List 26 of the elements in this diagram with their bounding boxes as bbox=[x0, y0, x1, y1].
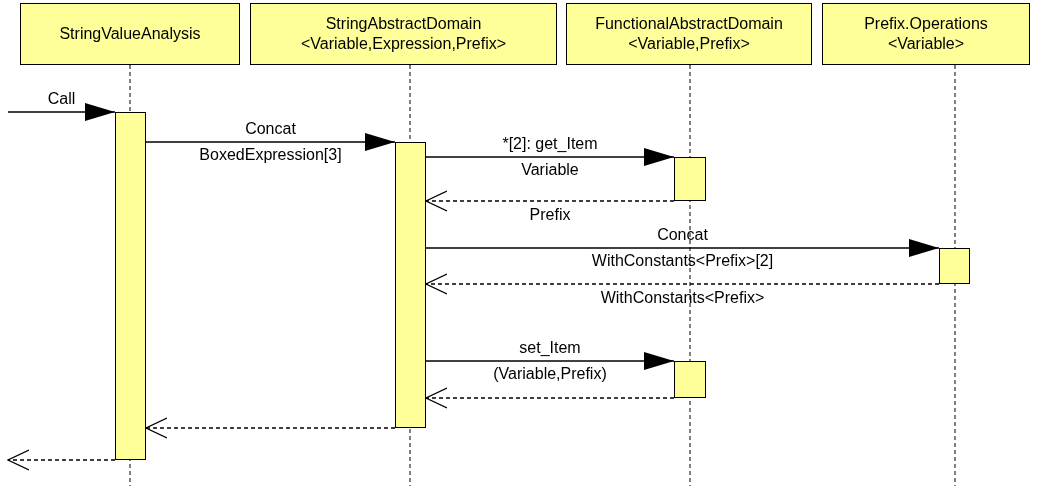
return-arrow bbox=[7, 449, 116, 471]
return-arrow bbox=[425, 190, 675, 212]
activation-bar bbox=[939, 248, 970, 284]
message-arrow bbox=[425, 352, 675, 370]
message-label: Concat WithConstants<Prefix>[2] bbox=[590, 225, 775, 271]
lifeline-header: StringAbstractDomain <Variable,Expression,Prefix> bbox=[250, 3, 557, 65]
message-arrow bbox=[7, 103, 116, 121]
activation-bar bbox=[395, 142, 426, 428]
message-label: Call bbox=[46, 89, 77, 109]
message-arrow bbox=[425, 148, 675, 166]
message-label: set_Item (Variable,Prefix) bbox=[492, 338, 608, 384]
message-arrow bbox=[425, 239, 940, 257]
message-arrow bbox=[145, 133, 396, 151]
lifeline-header: StringValueAnalysis bbox=[20, 3, 240, 65]
message-label: WithConstants<Prefix> bbox=[599, 288, 766, 308]
message-label: Concat BoxedExpression[3] bbox=[198, 119, 343, 165]
activation-bar bbox=[674, 361, 706, 398]
return-arrow bbox=[425, 273, 940, 295]
activation-bar bbox=[115, 112, 146, 460]
return-arrow bbox=[145, 417, 396, 439]
message-label: *[2]: get_Item Variable bbox=[501, 134, 599, 180]
return-arrow bbox=[425, 387, 675, 409]
message-label: Prefix bbox=[528, 205, 572, 225]
activation-bar bbox=[674, 157, 706, 201]
lifeline-header: FunctionalAbstractDomain <Variable,Prefix> bbox=[566, 3, 812, 65]
lifeline-header: Prefix.Operations <Variable> bbox=[822, 3, 1030, 65]
